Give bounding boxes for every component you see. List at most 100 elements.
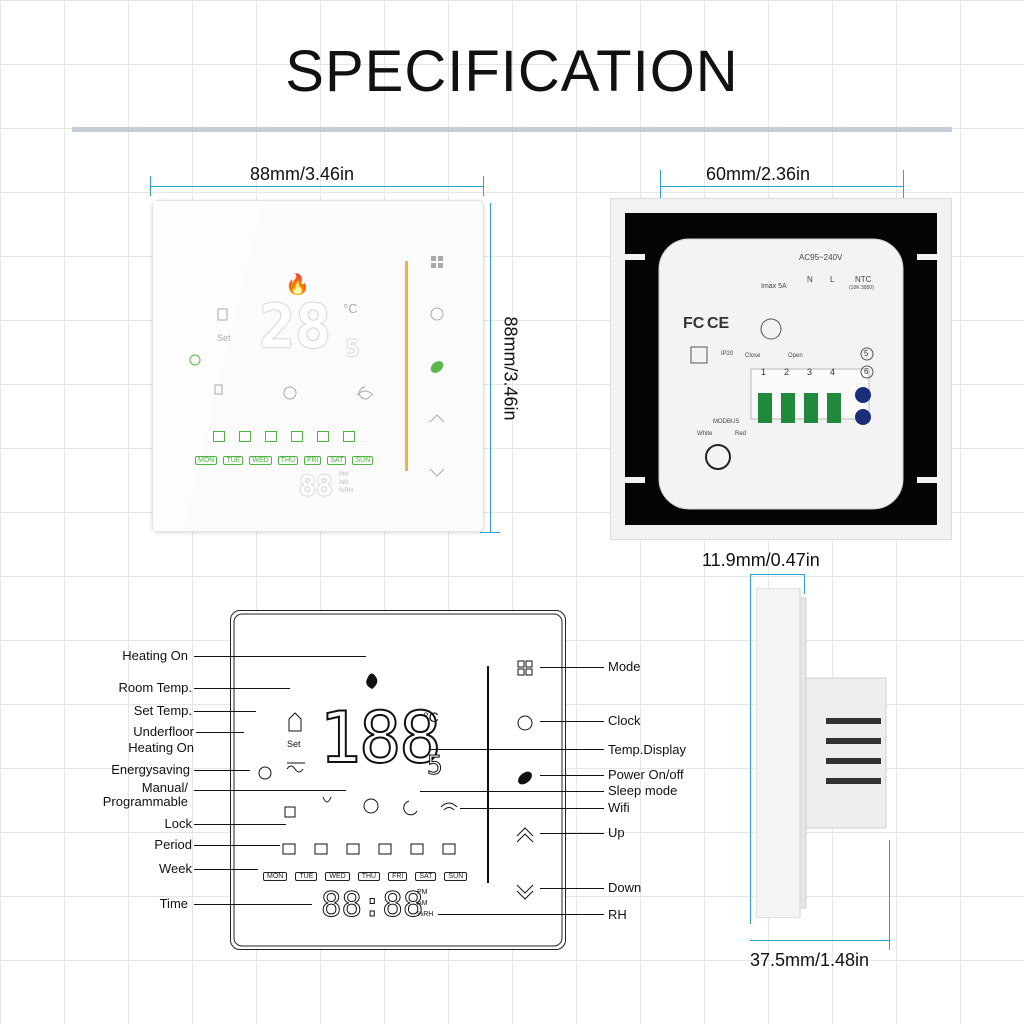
lead-lock [194,824,286,825]
title-rule [72,127,952,132]
diagram-day: TUE [295,872,318,881]
diagram-period-icons [282,843,456,855]
ce-logo: CE [707,315,730,332]
front-am: AM [339,480,348,486]
wifi-icon [356,390,374,396]
moon-icon [358,386,372,400]
lead-mode [540,667,604,668]
front-width-tick-left [150,176,151,196]
diagram-day: SAT [415,872,437,881]
front-height-line [490,203,491,533]
back-panel: AC95~240V Imax 5A N L NTC (10K 3950) FC … [610,198,952,540]
back-width-label: 60mm/2.36in [706,164,811,184]
energy-icon [189,354,201,366]
callout-heating-on: Heating On [122,648,188,663]
lead-up [540,833,604,834]
front-day: WED [249,456,272,465]
callout-period: Period [154,837,192,852]
callout-lock: Lock [164,816,192,831]
side-view-svg [756,588,887,918]
front-height-label: 88mm/3.46in [500,316,521,421]
front-day: SUN [352,456,374,465]
diagram-temp-decimal: 5 [427,751,444,782]
callout-underfloor-1: Underfloor [133,724,194,739]
diagram-svg [233,613,563,947]
terminal-6: 6 [864,367,869,376]
front-panel-svg: 🔥 [153,201,445,531]
front-width-label: 88mm/3.46in [250,164,355,184]
lead-week [194,869,258,870]
lead-clock [540,721,604,722]
lead-heating-on [194,656,366,657]
front-time-digits: 88 [299,469,333,502]
diagram-time: 88:88 [320,885,424,926]
terminal-4: 4 [830,367,836,377]
diagram-panel: 188 5 °C Set MON TUE WED THU FRI SAT SUN 88:88… [230,610,566,950]
callout-set-temp: Set Temp. [133,703,192,718]
callout-programmable: Programmable [102,794,188,809]
lead-set-temp [194,711,256,712]
diagram-am: AM [417,900,428,907]
diagram-day: SUN [444,872,468,881]
fc-logo: FC [683,315,705,332]
front-height-tick [480,532,500,533]
diagram-leaf-icon [518,771,532,785]
red-label: Red [735,431,747,437]
lead-down [540,888,604,889]
callout-down: Down [608,880,642,895]
front-day: TUE [223,456,244,465]
ip-label: IP20 [721,351,734,357]
front-day: THU [277,456,299,465]
front-temp-decimal: 5 [346,337,360,362]
down-icon [429,468,445,477]
front-day: SAT [327,456,347,465]
front-period-row [213,429,393,447]
front-unit: °C [343,301,358,316]
lead-power [540,775,604,776]
callout-room-temp: Room Temp. [118,680,192,695]
voltage-label: AC95~240V [799,253,843,262]
diagram-wifi-icon [440,802,458,811]
side-depth-bottom-line [750,940,890,941]
diagram-ampm: PM AM %RH [417,887,433,920]
lead-sleep [420,791,604,792]
side-right-line [889,840,890,950]
callout-up: Up [608,825,625,840]
side-depth-top-line [750,574,805,575]
lead-rh [438,914,604,915]
diagram-unit: °C [423,709,439,725]
terminal-3: 3 [807,367,813,377]
diagram-underfloor-icon [286,762,305,773]
diagram-day: THU [357,872,381,881]
diagram-day: WED [325,872,350,881]
front-width-tick-right [483,176,484,196]
side-depth-top-label: 11.9mm/0.47in [702,550,820,570]
front-ampm: PM AM %RH [339,471,353,495]
diagram-hand-icon [322,796,332,803]
diagram-manual-clock-icon [363,798,379,814]
diagram-week-row: MON TUE WED THU FRI SAT SUN [263,865,475,883]
callout-manual: Manual/ [141,780,188,795]
lead-time [194,904,312,905]
mode-icon [431,256,443,268]
lock-icon [214,384,223,395]
front-rh: %RH [339,488,354,494]
slider-bar [405,261,408,471]
diagram-energy-icon [258,766,272,780]
diagram-up-icon [516,827,534,843]
diagram-day: MON [263,872,288,881]
callout-week: Week [159,861,192,876]
callout-temp-display: Temp.Display [608,742,687,757]
lead-temp-display [430,749,604,750]
diagram-down-icon [516,884,534,900]
diagram-temp: 188 [318,697,442,779]
house-icon [217,308,228,321]
terminal-1: 1 [761,367,767,377]
callout-wifi: Wifi [608,800,630,815]
diagram-moon-icon [403,800,418,816]
diagram-set-label: Set [287,739,301,749]
diagram-day: FRI [388,872,408,881]
imax-label: Imax 5A [761,283,787,290]
front-width-line [150,186,484,187]
